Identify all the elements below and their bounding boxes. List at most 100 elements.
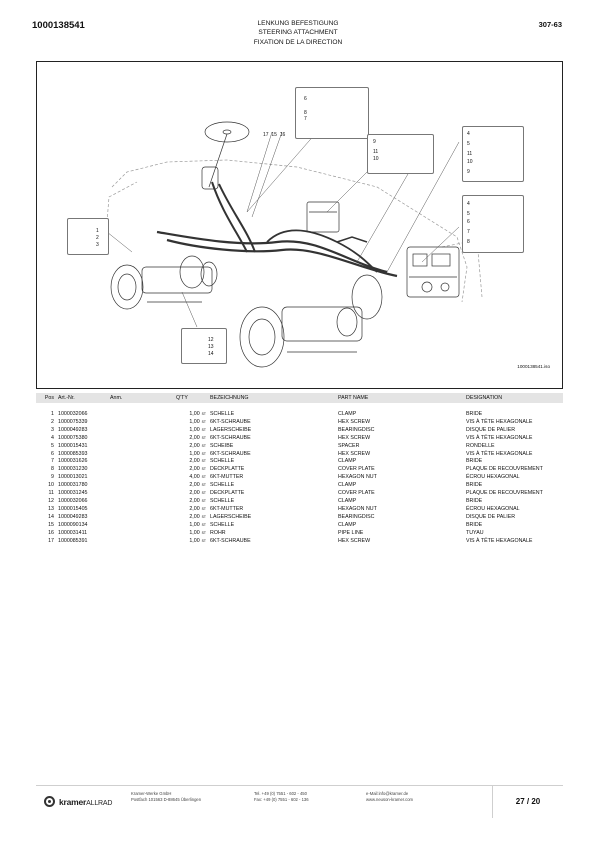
row-designation: BRIDE	[464, 458, 563, 466]
row-note	[108, 458, 174, 466]
quantity-unit: ST	[201, 530, 206, 535]
row-article-number: 1000015431	[56, 443, 108, 451]
row-bezeichnung: DECKPLATTE	[208, 466, 336, 474]
quantity-unit: ST	[201, 506, 206, 511]
row-quantity-value: 1,00	[189, 537, 200, 544]
kramer-logo-icon	[44, 796, 55, 807]
row-designation-value: DISQUE DE PALIER	[466, 513, 516, 520]
header-note: Anm.	[108, 393, 174, 403]
company-name: Kramer-Werke GmbH	[131, 791, 172, 796]
row-designation: ÉCROU HEXAGONAL	[464, 474, 563, 482]
row-designation-value: BRIDE	[466, 497, 483, 504]
callout-label: 16	[279, 132, 286, 138]
callout-label: 5	[467, 211, 470, 217]
row-bezeichnung: 6KT-MUTTER	[208, 474, 336, 482]
callout-label: 10	[373, 156, 379, 162]
row-bezeichnung: SCHELLE	[208, 498, 336, 506]
callout-box-12-13-14: 12 13 14	[181, 328, 227, 364]
row-pos: 4	[36, 435, 56, 443]
row-part-name-value: CLAMP	[338, 411, 357, 417]
row-quantity-value: 2,00	[189, 482, 200, 489]
callout-box-1-2-3: 1 2 3	[67, 218, 109, 255]
row-article-number-value: 1000032066	[58, 411, 88, 417]
row-pos-value: 17	[48, 537, 54, 544]
row-quantity-value: 2,00	[189, 497, 200, 504]
title-french: FIXATION DE LA DIRECTION	[253, 38, 343, 46]
row-bezeichnung-value: 6KT-SCHRAUBE	[210, 537, 251, 544]
row-article-number-value: 1000049283	[58, 426, 88, 433]
callout-label: 15	[271, 132, 277, 138]
row-designation: DISQUE DE PALIER	[464, 427, 563, 435]
header-part-name: PART NAME	[336, 393, 464, 403]
row-part-name: HEXAGON NUT	[336, 506, 464, 514]
row-pos-value: 5	[51, 442, 54, 449]
row-article-number: 1000032066	[56, 498, 108, 506]
row-note	[108, 482, 174, 490]
row-part-name-value: HEX SCREW	[338, 418, 371, 425]
row-designation-value: PLAQUE DE RECOUVREMENT	[466, 466, 543, 473]
row-note	[108, 522, 174, 530]
quantity-unit: ST	[201, 491, 206, 496]
document-number: 1000138541	[32, 20, 85, 31]
row-part-name: COVER PLATE	[336, 490, 464, 498]
row-part-name-value: BEARINGDISC	[338, 513, 375, 520]
row-part-name-value: COVER PLATE	[338, 490, 375, 497]
row-article-number-value: 1000032066	[58, 497, 88, 504]
row-part-name-value: CLAMP	[338, 521, 357, 528]
row-part-name: CLAMP	[336, 458, 464, 466]
row-part-name: HEX SCREW	[336, 451, 464, 459]
callout-label: 4	[467, 201, 470, 207]
row-article-number-value: 1000015405	[58, 505, 88, 512]
row-note	[108, 427, 174, 435]
row-quantity-value: 2,00	[189, 513, 200, 520]
row-designation: BRIDE	[464, 498, 563, 506]
row-designation: DISQUE DE PALIER	[464, 514, 563, 522]
quantity-unit: ST	[201, 451, 206, 456]
row-bezeichnung-value: ROHR	[210, 529, 226, 536]
email-address: e-Mail:info@kramer.de	[366, 791, 409, 796]
quantity-unit: ST	[201, 419, 206, 424]
row-note	[108, 419, 174, 427]
callout-17-15-16: 17 15 16	[263, 132, 285, 138]
row-pos-value: 11	[48, 490, 55, 497]
row-bezeichnung: ROHR	[208, 530, 336, 538]
phone-number: Tel. +49 (0) 7551 - 602 - 450	[254, 791, 307, 796]
row-pos: 13	[36, 506, 56, 514]
contact-phone: Tel. +49 (0) 7551 - 602 - 450 Fax: +49 (…	[254, 791, 309, 803]
row-part-name: HEXAGON NUT	[336, 474, 464, 482]
row-designation-value: BRIDE	[466, 482, 483, 489]
row-part-name: BEARINGDISC	[336, 514, 464, 522]
row-part-name-value: HEXAGON NUT	[338, 505, 377, 512]
quantity-unit: ST	[201, 459, 206, 464]
row-pos-value: 4	[51, 434, 54, 441]
quantity-unit: ST	[201, 483, 206, 488]
website-link[interactable]: www.neuson-kramer.com	[366, 797, 414, 802]
row-quantity-value: 1,00	[189, 450, 200, 457]
row-designation-value: VIS À TÊTE HEXAGONALE	[466, 537, 533, 544]
callout-label: 8	[467, 239, 470, 245]
row-designation-value: VIS À TÊTE HEXAGONALE	[466, 434, 533, 441]
row-designation: PLAQUE DE RECOUVREMENT	[464, 490, 563, 498]
row-pos-value: 3	[51, 426, 54, 433]
row-bezeichnung-value: 6KT-MUTTER	[210, 474, 244, 481]
row-bezeichnung: SCHELLE	[208, 458, 336, 466]
row-article-number-value: 1000031626	[58, 458, 88, 465]
row-designation-value: PLAQUE DE RECOUVREMENT	[466, 490, 543, 497]
row-quantity-value: 1,00	[189, 529, 200, 536]
row-designation-value: ÉCROU HEXAGONAL	[466, 474, 520, 481]
row-article-number-value: 1000075339	[58, 418, 88, 425]
row-note	[108, 466, 174, 474]
row-pos: 1	[36, 403, 56, 419]
row-designation: BRIDE	[464, 522, 563, 530]
row-note	[108, 498, 174, 506]
row-article-number-value: 1000049283	[58, 513, 88, 520]
quantity-unit: ST	[201, 538, 206, 543]
row-pos-value: 7	[51, 458, 54, 465]
